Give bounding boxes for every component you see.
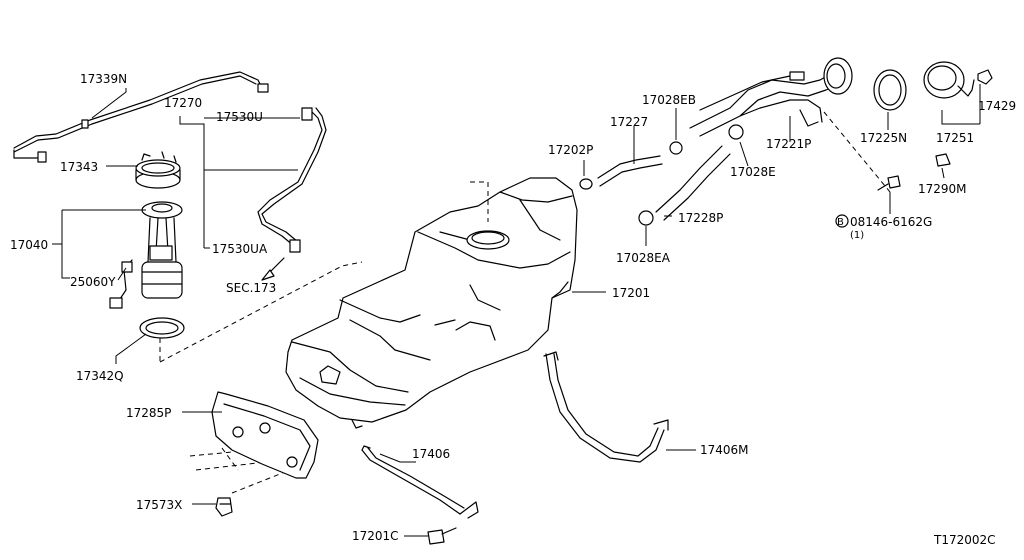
- label-17040: 17040: [10, 238, 48, 252]
- leader-lines: [52, 84, 981, 537]
- label-17251: 17251: [936, 131, 974, 145]
- figure-id: T172002C: [933, 533, 996, 547]
- label-17290M: [935, 153, 951, 167]
- lock-ring-17343: [135, 151, 181, 189]
- label-17530U: 17530U: [216, 110, 263, 124]
- bolt-08146-6162G: [877, 175, 901, 191]
- clamp-17028EA: [638, 210, 654, 226]
- label-17228P: 17228P: [678, 211, 723, 225]
- vent-tube-17339N: [13, 71, 269, 163]
- fuel-pump-17040: [109, 201, 183, 309]
- label-17406: 17406: [412, 447, 450, 461]
- ring-17225N: [873, 69, 907, 111]
- label-17285P: 17285P: [126, 406, 171, 420]
- protector-17285P: [211, 391, 319, 479]
- label-17429: 17429: [978, 99, 1016, 113]
- label-17221P: 17221P: [766, 137, 811, 151]
- clamp-17202P: [579, 178, 593, 190]
- label-bolt-circle-letter: B: [837, 217, 844, 228]
- gasket-17342Q: [139, 317, 185, 339]
- tether-17429: [977, 69, 993, 85]
- strap-17406: [361, 445, 479, 519]
- label-17343: 17343: [60, 160, 98, 174]
- label-17270: 17270: [164, 96, 202, 110]
- bolt-17201C: [427, 527, 457, 545]
- part-labels: 17339N 17270 17530U 17343 17040 25060Y 1…: [10, 72, 1016, 547]
- label-17028E: 17028E: [730, 165, 776, 179]
- label-17028EA: 17028EA: [616, 251, 671, 265]
- label-17201C: 17201C: [352, 529, 399, 543]
- strap-17406M: [543, 351, 669, 463]
- label-17028EB: 17028EB: [642, 93, 696, 107]
- bolt-circle-marker: [835, 214, 849, 228]
- label-17202P: 17202P: [548, 143, 593, 157]
- label-17339N: 17339N: [80, 72, 127, 86]
- fuel-cap-17251: [923, 61, 975, 99]
- fuel-tube-17530U: [257, 107, 327, 281]
- fuel-tank-17201: [285, 177, 578, 429]
- label-17201: 17201: [612, 286, 650, 300]
- label-17573X: 17573X: [136, 498, 182, 512]
- label-17227: 17227: [610, 115, 648, 129]
- hose-17228P: [655, 145, 731, 221]
- label-sec-173: SEC.173: [226, 281, 276, 295]
- label-08146-6162G: 08146-6162G: [850, 215, 932, 229]
- alignment-dashed-lines: [159, 111, 891, 494]
- label-17342Q: 17342Q: [76, 369, 124, 383]
- label-17290M: 17290M: [918, 182, 967, 196]
- clip-17573X: [215, 497, 233, 517]
- hose-17227: [597, 155, 663, 187]
- label-17406M: 17406M: [700, 443, 749, 457]
- clamp-17028E: [728, 124, 744, 140]
- clamp-17028EB: [669, 141, 683, 155]
- label-17225N: 17225N: [860, 131, 907, 145]
- label-25060Y: 25060Y: [70, 275, 116, 289]
- label-17530UA: 17530UA: [212, 242, 268, 256]
- filler-tube-17221P: [689, 57, 853, 137]
- label-bolt-qty: (1): [850, 230, 864, 241]
